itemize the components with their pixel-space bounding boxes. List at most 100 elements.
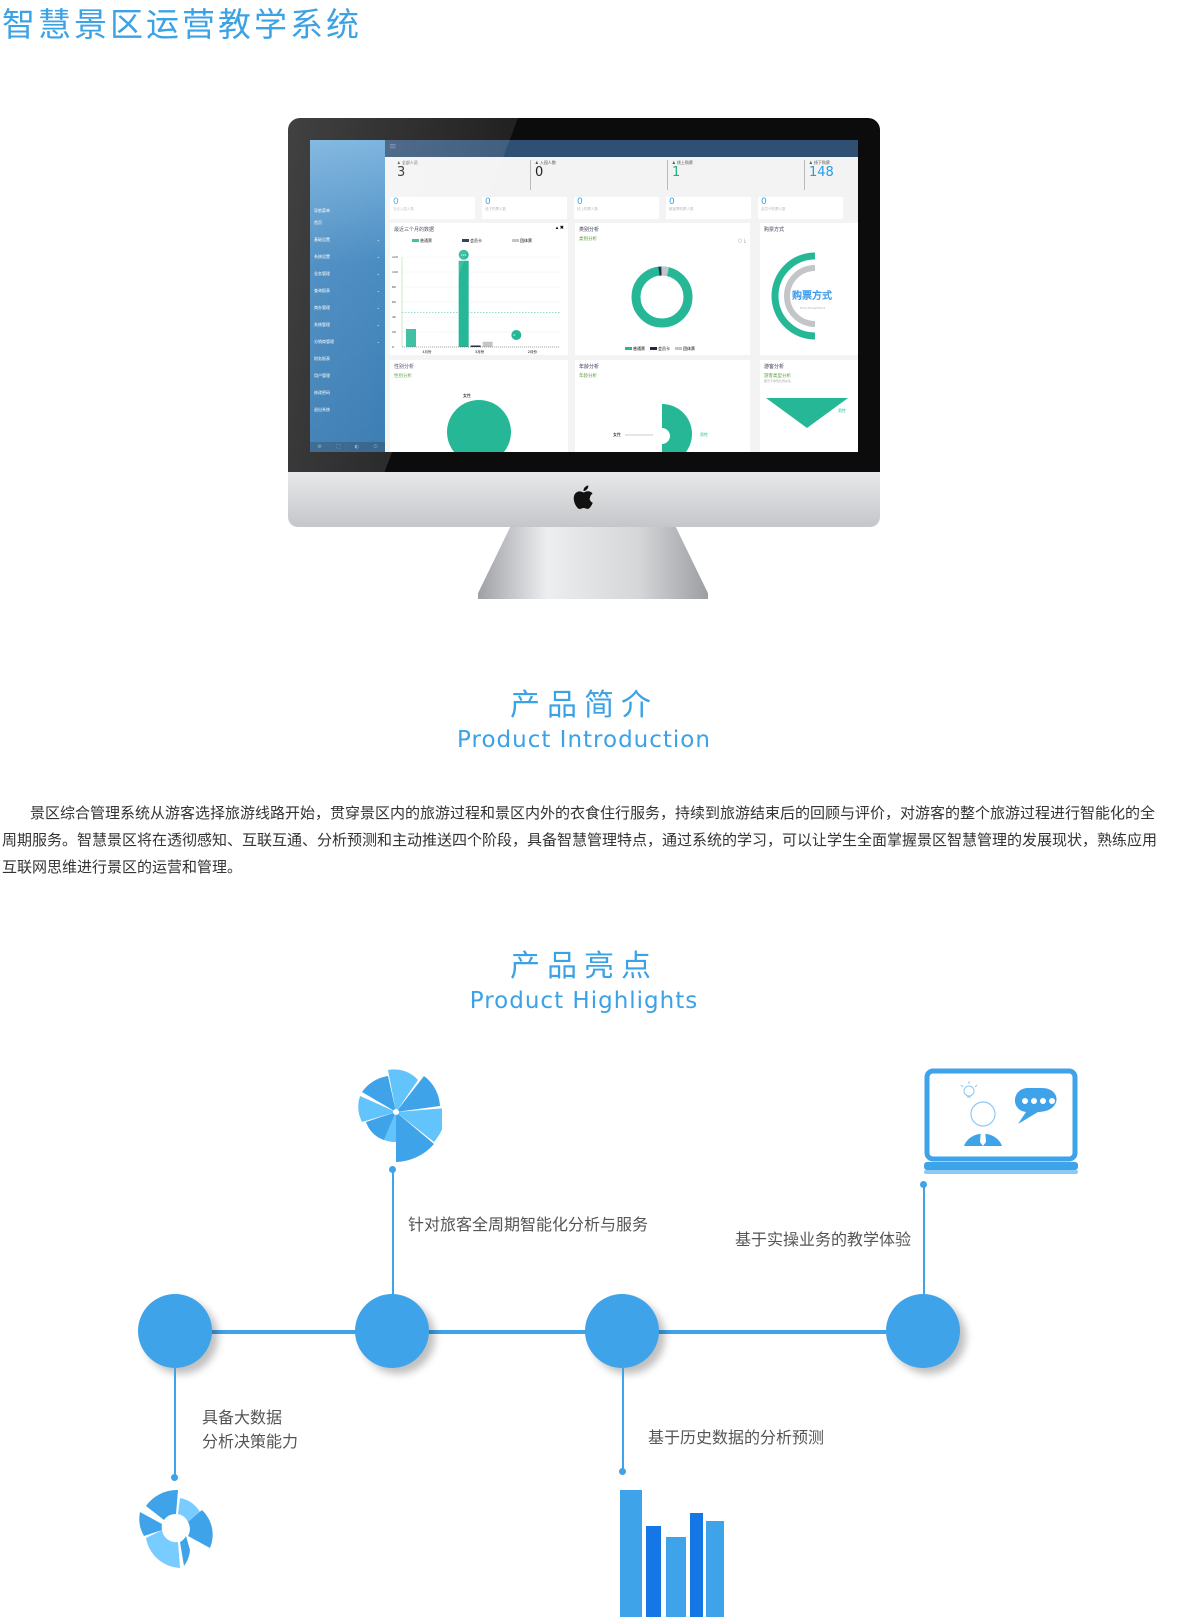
connector-line xyxy=(622,1368,624,1472)
chart-legend: 普通票 会员卡 团体票 xyxy=(625,345,695,351)
sidebar-item[interactable]: 首页 xyxy=(314,220,380,226)
rose-chart: 女性 男性 xyxy=(613,404,708,452)
chevron-down-icon: ⌄ xyxy=(376,254,380,259)
sidebar-item[interactable]: 基础设置 ⌄ xyxy=(314,237,380,243)
legend-label: 团体票 xyxy=(520,237,532,243)
chevron-down-icon: ⌄ xyxy=(376,288,380,293)
sidebar-item[interactable]: 系统管理⌄ xyxy=(314,322,380,328)
top-bar: ≡ xyxy=(385,140,858,157)
chart-label: 男性 xyxy=(700,431,708,437)
panel-subtitle: 年龄分析 xyxy=(579,374,597,379)
pie-label: 女性 xyxy=(463,392,471,398)
fullscreen-icon[interactable]: ⛶ xyxy=(336,444,340,450)
card-label: 线下购票人数 xyxy=(485,207,506,211)
stat-value: 0 xyxy=(535,165,544,180)
x-tick-label: 3月份 xyxy=(475,349,485,354)
legend-label: 会员卡 xyxy=(470,237,482,243)
panel-purchase: 购票方式 购票方式 From ExcelHome xyxy=(760,223,858,355)
funnel-chart: 男性 xyxy=(766,398,848,428)
legend-swatch xyxy=(412,239,419,242)
y-tick-label: 60 xyxy=(392,300,396,304)
online-teaching-laptop-icon xyxy=(924,1068,1078,1174)
panel-title: 性别分析 xyxy=(394,364,415,370)
sidebar-item[interactable]: 用户管理 xyxy=(314,373,380,379)
sidebar-item-label: 基础设置 xyxy=(314,237,330,242)
highlights-title-cn: 产品亮点 xyxy=(510,949,658,984)
sidebar: 导航菜单 首页基础设置⌄系统设置⌄业务管理⌄查询报表⌄商办管理⌄系统管理⌄分销商… xyxy=(310,140,385,452)
sidebar-item[interactable]: 修改密码 xyxy=(314,390,380,396)
connector-line xyxy=(392,1170,394,1296)
x-tick-label: 4月份 xyxy=(422,349,432,354)
stat-label: ♟ 入园人数 xyxy=(535,160,556,165)
sidebar-item[interactable]: 商办管理 ⌄ xyxy=(314,305,380,311)
x-tick-label: 2月份 xyxy=(528,349,538,354)
dashboard-screen: 导航菜单 首页基础设置⌄系统设置⌄业务管理⌄查询报表⌄商办管理⌄系统管理⌄分销商… xyxy=(310,140,858,452)
pinwheel-chart-icon xyxy=(358,1069,442,1162)
collapse-close-icons[interactable]: ▴ ✖ xyxy=(555,225,564,231)
panel-title: 游客分析 xyxy=(764,364,785,370)
connector-dot xyxy=(619,1468,626,1475)
panel-subtitle: 性别分析 xyxy=(394,374,412,379)
sidebar-item[interactable]: 业务管理⌄ xyxy=(314,271,380,277)
highlights-title-en: Product Highlights xyxy=(469,988,699,1014)
y-tick-label: 80 xyxy=(392,285,396,289)
card-label: 会员卡购票人数 xyxy=(761,207,786,211)
timeline-node-1 xyxy=(138,1294,212,1368)
marker-label: 115 xyxy=(461,253,467,257)
lock-icon[interactable]: ◐ xyxy=(354,444,360,450)
stat-label: ♟ 线上购票 xyxy=(672,160,693,165)
menu-toggle-icon[interactable]: ≡ xyxy=(389,142,397,152)
timeline-node-3 xyxy=(585,1294,659,1368)
card-value: 0 xyxy=(485,197,491,207)
sidebar-item-label: 首页 xyxy=(314,220,322,225)
refresh-download-icons[interactable]: ○ ⤓ xyxy=(737,238,746,244)
y-tick-label: 40 xyxy=(392,315,396,319)
panel-title: 最近三个月的数据 xyxy=(394,227,435,233)
intro-title-en: Product Introduction xyxy=(457,727,711,753)
stat-value: 3 xyxy=(397,165,406,180)
max-marker xyxy=(458,249,469,260)
donut-sectors-icon xyxy=(139,1489,213,1568)
connector-dot xyxy=(171,1474,178,1481)
highlight-text-2: 针对旅客全周期智能化分析与服务 xyxy=(408,1215,649,1234)
monitor-stand xyxy=(478,527,708,599)
intro-paragraph: 景区综合管理系统从游客选择旅游线路开始，贯穿景区内的旅游过程和景区内外的衣食住行… xyxy=(2,804,1158,876)
timeline-node-4 xyxy=(886,1294,960,1368)
card-value: 0 xyxy=(393,197,399,207)
chevron-down-icon: ⌄ xyxy=(376,271,380,276)
highlight-line: 分析决策能力 xyxy=(202,1432,299,1451)
half-donut-chart: 购票方式 From ExcelHome xyxy=(771,252,832,340)
sidebar-item-label: 分销商管理 xyxy=(314,339,334,344)
sidebar-item[interactable]: 查询报表 ⌄ xyxy=(314,288,380,294)
bar xyxy=(470,345,481,347)
sidebar-item-label: 财务报表 xyxy=(314,356,330,361)
sidebar-item-label: 商办管理 xyxy=(314,305,330,310)
legend-label: 会员卡 xyxy=(658,345,670,351)
sidebar-item-label: 退出系统 xyxy=(314,407,330,412)
panel-gender: 性别分析 性别分析 女性 xyxy=(390,360,568,452)
sidebar-footer: ⚙ ⛶ ◐ ⏻ xyxy=(310,442,385,452)
highlight-text-4: 基于实操业务的教学体验 xyxy=(735,1230,912,1249)
power-icon[interactable]: ⏻ xyxy=(373,444,378,450)
sidebar-item[interactable]: 分销商管理⌄ xyxy=(314,339,380,345)
highlight-line: 具备大数据 xyxy=(202,1408,283,1427)
chevron-down-icon: ⌄ xyxy=(376,237,380,242)
legend-swatch xyxy=(462,239,469,242)
timeline-node-2 xyxy=(355,1294,429,1368)
bar xyxy=(458,260,469,347)
sidebar-item[interactable]: 退出系统 xyxy=(314,407,380,413)
sidebar-item-label: 查询报表 xyxy=(314,288,330,293)
chevron-down-icon: ⌄ xyxy=(376,305,380,310)
settings-icon[interactable]: ⚙ xyxy=(317,444,322,450)
stat-label: ♟ 全部人员 xyxy=(397,160,418,165)
sidebar-item[interactable]: 系统设置⌄ xyxy=(314,254,380,260)
panel-age: 年龄分析 年龄分析 女性 男性 xyxy=(575,360,750,452)
card-label: 线上购票人数 xyxy=(577,207,598,211)
donut-chart: 普通票 会员卡 团体票 xyxy=(625,266,695,351)
legend-label: 普通票 xyxy=(633,345,645,351)
sidebar-item[interactable]: 财务报表 xyxy=(314,356,380,362)
